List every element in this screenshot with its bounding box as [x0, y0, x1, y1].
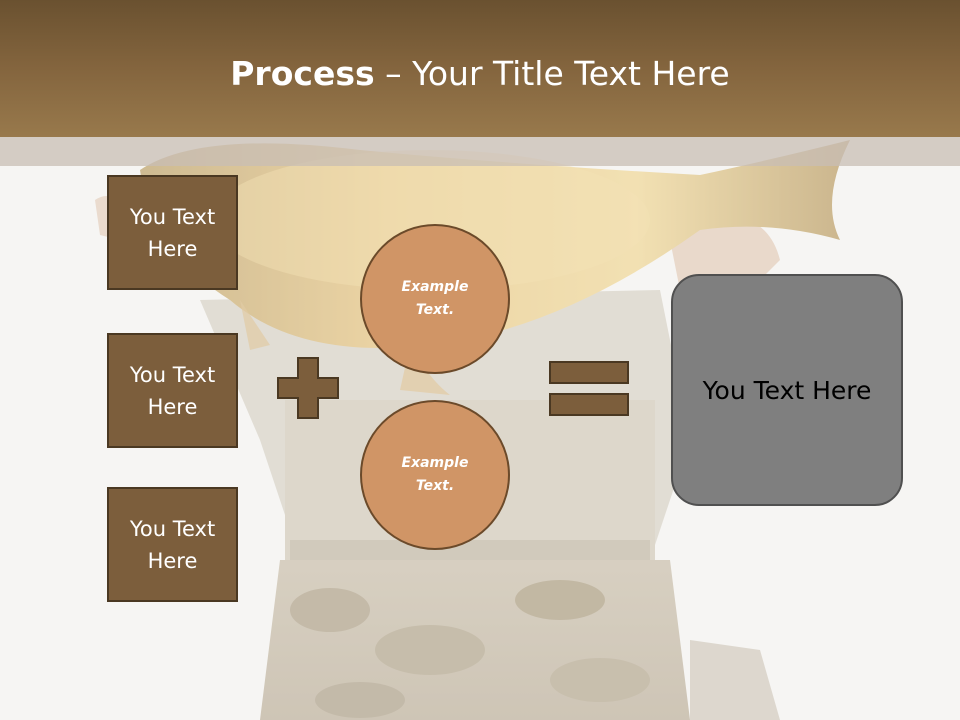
title-rest: – Your Title Text Here — [374, 54, 730, 93]
example-circle-1-label: Example Text. — [401, 279, 469, 318]
result-box[interactable]: You Text Here — [671, 274, 903, 506]
title-bar — [0, 0, 960, 137]
plus-icon — [277, 357, 339, 419]
text-box-1[interactable]: You Text Here — [107, 175, 238, 290]
equals-icon — [549, 361, 629, 416]
text-box-2[interactable]: You Text Here — [107, 333, 238, 448]
example-circle-2-label: Example Text. — [401, 455, 469, 494]
title-underline-strip — [0, 137, 960, 166]
text-box-3-label: You Text Here — [129, 516, 216, 573]
title-bold-word: Process — [230, 54, 375, 93]
slide-title[interactable]: Process – Your Title Text Here — [0, 52, 960, 96]
text-box-3[interactable]: You Text Here — [107, 487, 238, 602]
text-box-2-label: You Text Here — [129, 362, 216, 419]
example-circle-2[interactable]: Example Text. — [360, 400, 510, 550]
text-box-1-label: You Text Here — [129, 204, 216, 261]
result-box-label: You Text Here — [702, 375, 872, 405]
example-circle-1[interactable]: Example Text. — [360, 224, 510, 374]
